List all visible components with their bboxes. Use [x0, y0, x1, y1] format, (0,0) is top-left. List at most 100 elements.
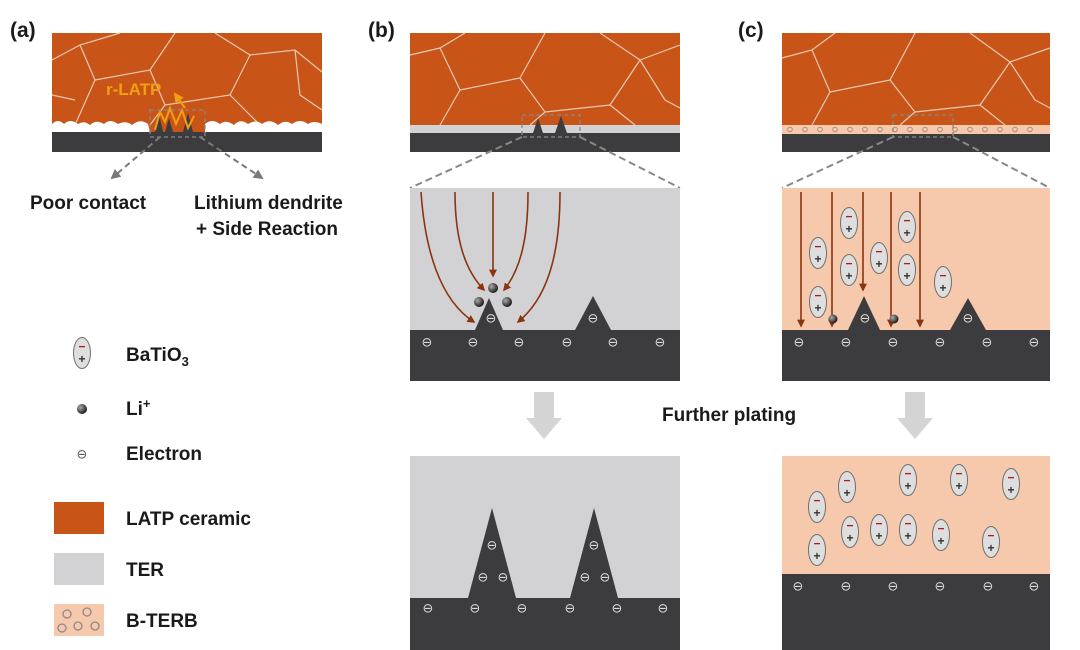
panel-c-zoom-electrode [782, 296, 1050, 381]
bterb-particle [997, 126, 1003, 133]
panel-c-ceramic [782, 33, 1050, 125]
poor-contact-pointer [110, 136, 161, 180]
panel-b: (b) ⊖ ⊖ ⊖ ⊖ ⊖ ⊖ ⊖ ⊖ [368, 19, 681, 650]
batio3-particle [898, 254, 916, 286]
electron-symbol: ⊖ [486, 311, 497, 326]
bterb-particle [802, 126, 808, 133]
electron-symbol: ⊖ [612, 601, 623, 616]
further-plating-label: Further plating [662, 405, 796, 426]
batio3-particle [898, 211, 916, 243]
bterb-particle [967, 126, 973, 133]
panel-b-li-flux-arrows [420, 191, 561, 324]
li-ion-legend-icon [77, 404, 87, 414]
panel-c-zoom-line-right [952, 136, 1051, 189]
electron-symbol: ⊖ [588, 311, 599, 326]
electron-symbol: ⊖ [498, 570, 509, 585]
panel-a-ceramic [52, 33, 322, 133]
electron-symbol: ⊖ [600, 570, 611, 585]
panel-b-electrode [410, 133, 680, 152]
batio3-particle [808, 534, 826, 566]
electron-symbol: ⊖ [589, 538, 600, 553]
panel-c-label: (c) [738, 19, 764, 42]
electron-symbol: ⊖ [1029, 335, 1040, 350]
li-ion [502, 297, 512, 307]
panel-c-li-ions [828, 314, 899, 324]
bterb-swatch [54, 604, 104, 636]
batio3-particle [932, 519, 950, 551]
panel-c-zoom-electrons: ⊖ ⊖ ⊖ ⊖ ⊖ ⊖ ⊖ ⊖ [794, 311, 1040, 350]
li-ion [828, 314, 838, 324]
electron-symbol: ⊖ [983, 579, 994, 594]
bterb-particle [982, 126, 988, 133]
electron-symbol: ⊖ [935, 579, 946, 594]
panel-b-down-arrow [526, 392, 562, 439]
bterb-particle [922, 126, 928, 133]
electron-symbol: ⊖ [470, 601, 481, 616]
bterb-particle [787, 126, 793, 133]
panel-b-zoom-box [521, 114, 581, 138]
batio3-legend-icon [73, 337, 91, 369]
panel-b-grain-boundaries [409, 32, 681, 126]
bterb-particle [1012, 126, 1018, 133]
electron-symbol: ⊖ [655, 335, 666, 350]
batio3-particle [870, 242, 888, 274]
panel-b-zoom-line-right [579, 136, 681, 189]
electron-symbol: ⊖ [608, 335, 619, 350]
panel-a-gap-right [205, 121, 322, 132]
bterb-particle [862, 126, 868, 133]
panel-c-zoom-line-left [781, 136, 894, 189]
electron-symbol: ⊖ [860, 311, 871, 326]
electron-symbol: ⊖ [562, 335, 573, 350]
batio3-legend-label: BaTiO3 [126, 345, 189, 369]
bterb-particle [907, 126, 913, 133]
electron-symbol: ⊖ [793, 579, 804, 594]
batio3-particle [809, 286, 827, 318]
panel-b-label: (b) [368, 19, 395, 42]
panel-b-plated-ter [410, 456, 680, 598]
electron-symbol: ⊖ [841, 579, 852, 594]
electron-symbol: ⊖ [1029, 579, 1040, 594]
panel-b-plated-electrons: ⊖ ⊖ ⊖ ⊖ ⊖ ⊖ ⊖ ⊖ ⊖ ⊖ ⊖ ⊖ [423, 538, 669, 616]
panel-b-plated-electrode [410, 508, 680, 650]
batio3-particle [841, 516, 859, 548]
electron-symbol: ⊖ [888, 335, 899, 350]
li-ion [474, 297, 484, 307]
panel-c-li-flux-arrows [797, 192, 924, 328]
panel-b-zoom-line-left [409, 136, 523, 189]
batio3-particle [934, 266, 952, 298]
electron-symbol: ⊖ [514, 335, 525, 350]
panel-a-dendrites [154, 105, 195, 132]
r-latp-callout: r-LATP [106, 80, 161, 99]
electron-symbol: ⊖ [963, 311, 974, 326]
latp-ceramic-legend-label: LATP ceramic [126, 509, 251, 530]
electron-symbol: ⊖ [422, 335, 433, 350]
side-reaction-label: + Side Reaction [196, 219, 338, 240]
electron-legend-label: Electron [126, 444, 202, 465]
panel-b-zoom-ter [410, 188, 680, 330]
batio3-particle [840, 207, 858, 239]
bterb-particle [877, 126, 883, 133]
batio3-particle [1002, 468, 1020, 500]
batio3-particle [870, 514, 888, 546]
bterb-particle [832, 126, 838, 133]
poor-contact-label: Poor contact [30, 193, 147, 214]
batio3-particle [808, 491, 826, 523]
electron-symbol: ⊖ [982, 335, 993, 350]
panel-c-grain-boundaries [781, 32, 1051, 126]
side-reaction-spark [154, 105, 195, 131]
electron-symbol: ⊖ [580, 570, 591, 585]
electron-symbol: ⊖ [565, 601, 576, 616]
bterb-particle [847, 126, 853, 133]
bterb-particle [1027, 126, 1033, 133]
panel-b-small-dendrites [533, 116, 567, 133]
panel-c: (c) ⊖ ⊖ ⊖ ⊖ ⊖ ⊖ ⊖ ⊖ [738, 19, 1051, 650]
batio3-particle [840, 254, 858, 286]
batio3-particle [838, 471, 856, 503]
li-ion-legend-label: Li+ [126, 396, 151, 420]
panel-a-grain-boundaries [51, 32, 323, 126]
batio3-particle [809, 237, 827, 269]
bterb-swatch-particles [57, 607, 100, 633]
latp-ceramic-swatch [54, 502, 104, 534]
panel-c-plated-electrode [782, 574, 1050, 650]
